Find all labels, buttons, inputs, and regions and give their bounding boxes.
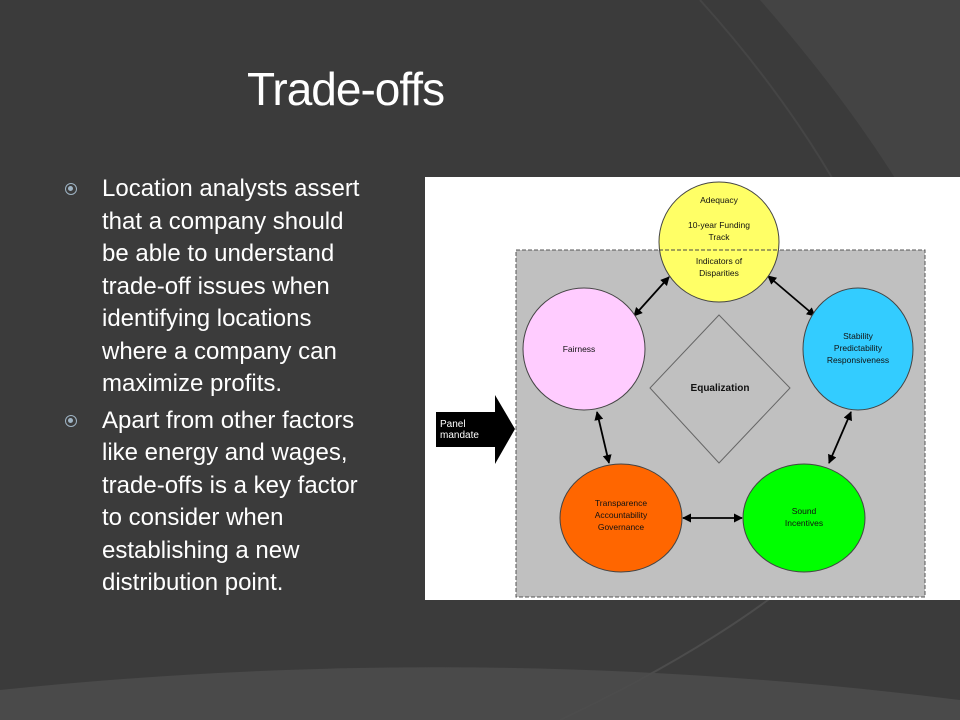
center-diamond xyxy=(649,314,791,464)
bullet-line: where a company can xyxy=(102,337,337,365)
bullet-line: establishing a new xyxy=(102,536,300,564)
bullet-line: that a company should xyxy=(102,207,344,235)
bullet-icon xyxy=(65,414,77,427)
node-fairness: Fairness xyxy=(522,287,646,411)
node-stability: Stability Predictability Responsiveness xyxy=(802,287,914,411)
svg-text:Disparities: Disparities xyxy=(699,268,739,278)
bullet-item: Apart from other factors like energy and … xyxy=(62,405,432,600)
link-adequacy-fairness xyxy=(633,276,670,317)
slide-title: Trade-offs xyxy=(247,63,445,115)
bullet-line: Location analysts assert xyxy=(102,175,360,202)
bullet-line: maximize profits. xyxy=(102,370,283,397)
input-arrow xyxy=(436,395,515,464)
svg-text:Transparence: Transparence xyxy=(595,498,647,508)
svg-text:Fairness: Fairness xyxy=(563,344,596,354)
svg-text:Responsiveness: Responsiveness xyxy=(827,355,889,365)
bullet-icon xyxy=(65,183,77,195)
svg-text:Accountability: Accountability xyxy=(595,510,648,520)
link-fairness-transparence xyxy=(594,411,612,464)
svg-text:Stability: Stability xyxy=(843,331,874,341)
bullet-line: identifying locations xyxy=(102,305,312,332)
center-label: Equalization xyxy=(691,383,750,394)
svg-text:Track: Track xyxy=(709,232,731,242)
bullet-line: like energy and wages, xyxy=(102,439,348,466)
link-stability-sound xyxy=(828,411,852,464)
bullet-line: to consider when xyxy=(102,504,284,531)
bullet-line: distribution point. xyxy=(102,569,284,596)
node-transparence: Transparence Accountability Governance xyxy=(559,463,683,573)
svg-text:Sound: Sound xyxy=(792,506,817,516)
node-adequacy: Adequacy 10-year Funding Track Indicator… xyxy=(658,181,780,303)
bullet-line: Apart from other factors xyxy=(102,406,355,434)
link-adequacy-stability xyxy=(767,275,816,317)
node-sound: Sound Incentives xyxy=(742,463,866,573)
svg-text:Adequacy: Adequacy xyxy=(700,195,739,205)
bullet-line: be able to understand xyxy=(102,240,335,267)
svg-text:Indicators of: Indicators of xyxy=(696,256,743,266)
bullet-line: trade-offs is a key factor xyxy=(102,471,358,499)
bullet-list: Location analysts assert that a company s… xyxy=(62,173,432,604)
svg-text:10-year Funding: 10-year Funding xyxy=(688,220,750,230)
svg-text:Incentives: Incentives xyxy=(785,518,823,528)
bullet-text: Apart from other factors like energy and … xyxy=(102,407,358,597)
bullet-item: Location analysts assert that a company s… xyxy=(62,173,432,401)
bullet-text: Location analysts assert that a company s… xyxy=(102,175,359,397)
svg-text:Governance: Governance xyxy=(598,522,645,532)
svg-text:Predictability: Predictability xyxy=(834,343,883,353)
bullet-line: trade-off issues when xyxy=(102,272,330,300)
